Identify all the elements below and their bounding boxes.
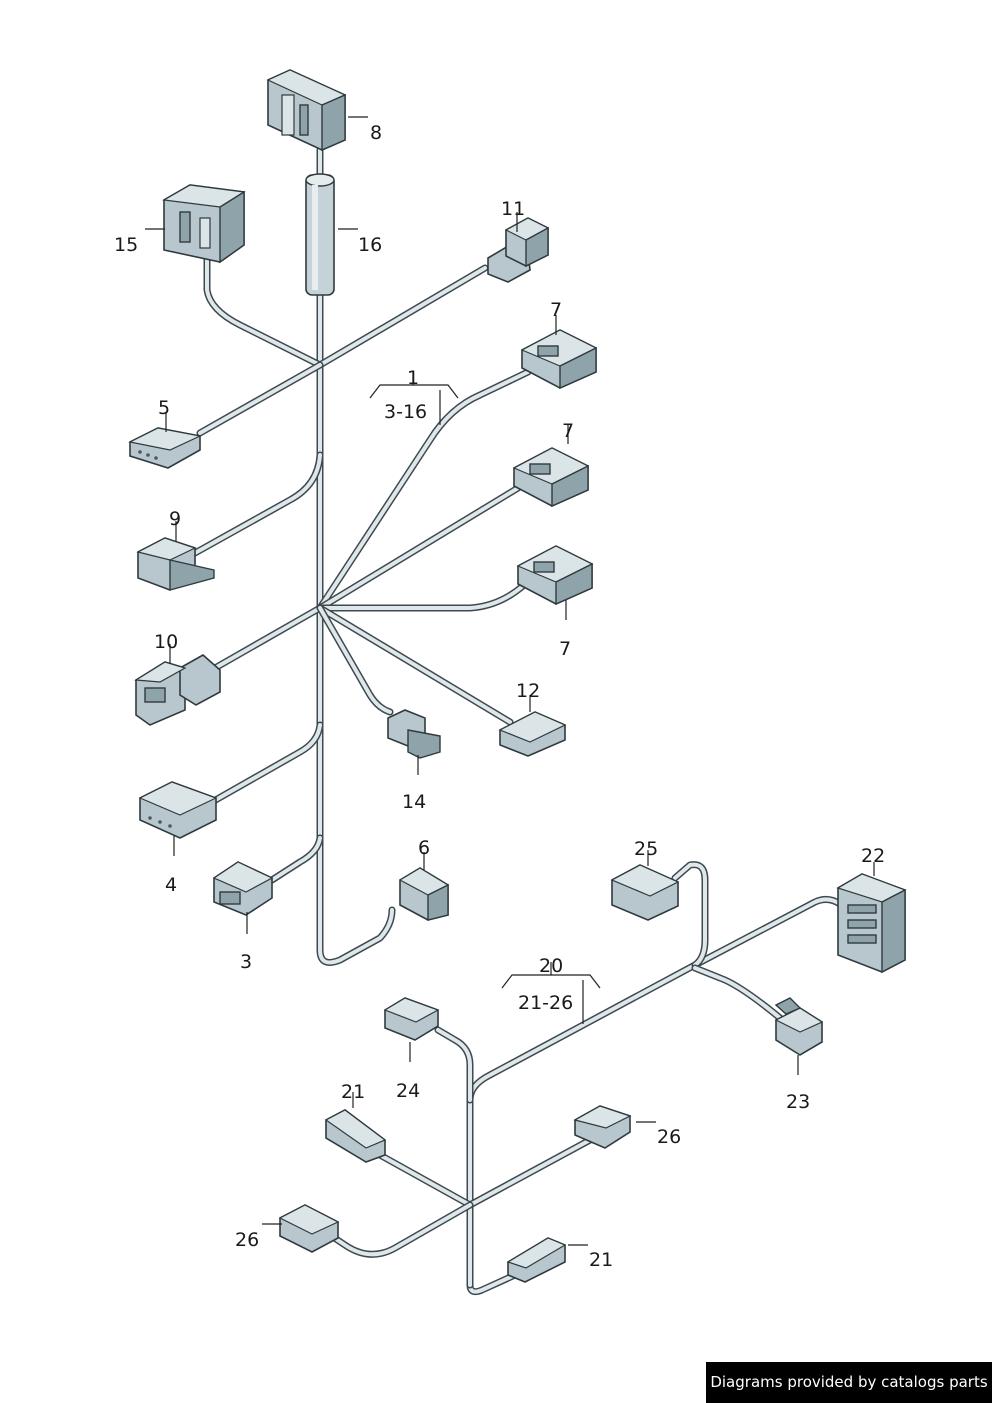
connector-23 <box>774 997 824 1056</box>
callout-10: 10 <box>154 631 178 653</box>
protective-sleeve <box>305 173 335 296</box>
leader-lines <box>145 116 875 1246</box>
callout-labels: 8 15 16 11 7 1 3-16 5 7 9 7 10 12 14 4 6… <box>114 122 885 1271</box>
connector-3 <box>212 861 274 916</box>
connector-15 <box>162 184 246 264</box>
callout-6: 6 <box>418 837 430 859</box>
callout-1: 1 <box>407 367 419 389</box>
callout-21-26: 21-26 <box>518 992 573 1014</box>
callout-11: 11 <box>501 198 525 220</box>
connector-10 <box>134 654 221 726</box>
callout-3: 3 <box>240 951 252 973</box>
connector-22 <box>836 873 907 974</box>
callout-24: 24 <box>396 1080 420 1102</box>
connector-7-middle <box>512 447 590 508</box>
callout-8: 8 <box>370 122 382 144</box>
callout-23: 23 <box>786 1091 810 1113</box>
connector-21-lower <box>506 1237 567 1283</box>
callout-7-lower: 7 <box>559 638 571 660</box>
connector-26-right <box>573 1105 632 1149</box>
connector-7-lower <box>516 545 594 606</box>
connector-26-left <box>278 1204 340 1253</box>
callout-7-middle: 7 <box>562 420 574 442</box>
callout-26-right: 26 <box>657 1126 681 1148</box>
connector-25 <box>610 864 680 921</box>
callout-21-upper: 21 <box>341 1081 365 1103</box>
connector-21-upper <box>324 1109 387 1163</box>
callout-3-16: 3-16 <box>384 401 427 423</box>
callout-22: 22 <box>861 845 885 867</box>
callout-25: 25 <box>634 838 658 860</box>
callout-9: 9 <box>169 508 181 530</box>
connector-8 <box>266 69 347 152</box>
callout-15: 15 <box>114 234 138 256</box>
callout-16: 16 <box>358 234 382 256</box>
connector-24 <box>383 997 440 1041</box>
connector-11 <box>487 217 550 283</box>
connector-4 <box>138 781 218 839</box>
callout-26-left: 26 <box>235 1229 259 1251</box>
callout-14: 14 <box>402 791 426 813</box>
callout-21-lower: 21 <box>589 1249 613 1271</box>
connector-7-top <box>520 329 598 390</box>
connector-9 <box>136 537 215 591</box>
connector-6 <box>398 867 450 921</box>
callout-4: 4 <box>165 874 177 896</box>
connector-14 <box>387 709 441 759</box>
callout-5: 5 <box>158 397 170 419</box>
callout-12: 12 <box>516 680 540 702</box>
upper-harness-wires <box>191 146 532 966</box>
callout-7-top: 7 <box>550 299 562 321</box>
connector-12 <box>498 711 567 757</box>
callout-20: 20 <box>539 955 563 977</box>
lower-harness-wires <box>326 861 844 1296</box>
credit-banner: Diagrams provided by catalogs parts <box>706 1362 992 1403</box>
connector-5 <box>128 427 202 469</box>
